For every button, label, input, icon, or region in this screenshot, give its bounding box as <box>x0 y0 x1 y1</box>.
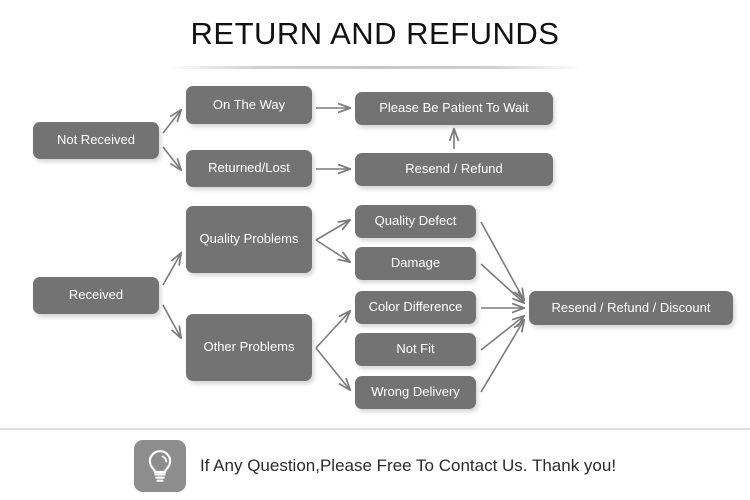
node-color-difference[interactable]: Color Difference <box>355 291 476 324</box>
node-label: Not Received <box>56 132 136 148</box>
title-divider <box>165 66 585 69</box>
node-resend-refund-discount[interactable]: Resend / Refund / Discount <box>529 291 733 325</box>
edge-other-problems-wrong-delivery <box>315 347 350 390</box>
edge-other-problems-color-difference <box>315 311 350 349</box>
edge-wrong-delivery-final <box>480 320 524 393</box>
edge-not-received-on-the-way <box>162 110 181 134</box>
node-label: Please Be Patient To Wait <box>379 100 529 116</box>
node-label: Quality Defect <box>374 213 457 229</box>
edge-not-received-returned-lost <box>162 146 181 170</box>
edge-received-other-problems <box>162 304 181 338</box>
edge-quality-problems-damage <box>315 239 350 262</box>
edge-not-fit-final <box>480 316 524 351</box>
node-resend-refund[interactable]: Resend / Refund <box>355 153 553 186</box>
footer-divider <box>0 428 750 430</box>
node-returned-lost[interactable]: Returned/Lost <box>186 150 312 187</box>
node-label: Other Problems <box>203 339 295 355</box>
node-label: Quality Problems <box>199 231 299 247</box>
node-label: On The Way <box>212 96 286 112</box>
node-label: Received <box>68 287 124 303</box>
edge-quality-defect-final <box>480 221 524 300</box>
node-label: Not Fit <box>396 341 435 357</box>
node-not-received[interactable]: Not Received <box>33 122 159 159</box>
node-label: Resend / Refund <box>405 161 503 177</box>
footer: If Any Question,Please Free To Contact U… <box>0 436 750 496</box>
node-damage[interactable]: Damage <box>355 247 476 280</box>
edge-received-quality-problems <box>162 253 181 286</box>
footer-message: If Any Question,Please Free To Contact U… <box>199 456 617 475</box>
page-title: RETURN AND REFUNDS <box>190 16 560 51</box>
node-please-be-patient-to-wait[interactable]: Please Be Patient To Wait <box>355 92 553 125</box>
edge-quality-problems-quality-defect <box>315 220 350 241</box>
node-label: Wrong Delivery <box>371 384 460 400</box>
edge-damage-final <box>480 263 524 303</box>
node-on-the-way[interactable]: On The Way <box>186 86 312 124</box>
node-wrong-delivery[interactable]: Wrong Delivery <box>355 376 476 409</box>
node-label: Color Difference <box>368 299 463 315</box>
node-label: Damage <box>390 255 441 271</box>
node-not-fit[interactable]: Not Fit <box>355 333 476 366</box>
lightbulb-icon <box>133 440 186 492</box>
node-other-problems[interactable]: Other Problems <box>186 314 312 381</box>
node-quality-problems[interactable]: Quality Problems <box>186 206 312 273</box>
node-received[interactable]: Received <box>33 277 159 314</box>
node-label: Returned/Lost <box>208 160 290 176</box>
node-label: Resend / Refund / Discount <box>551 299 711 315</box>
node-quality-defect[interactable]: Quality Defect <box>355 205 476 238</box>
